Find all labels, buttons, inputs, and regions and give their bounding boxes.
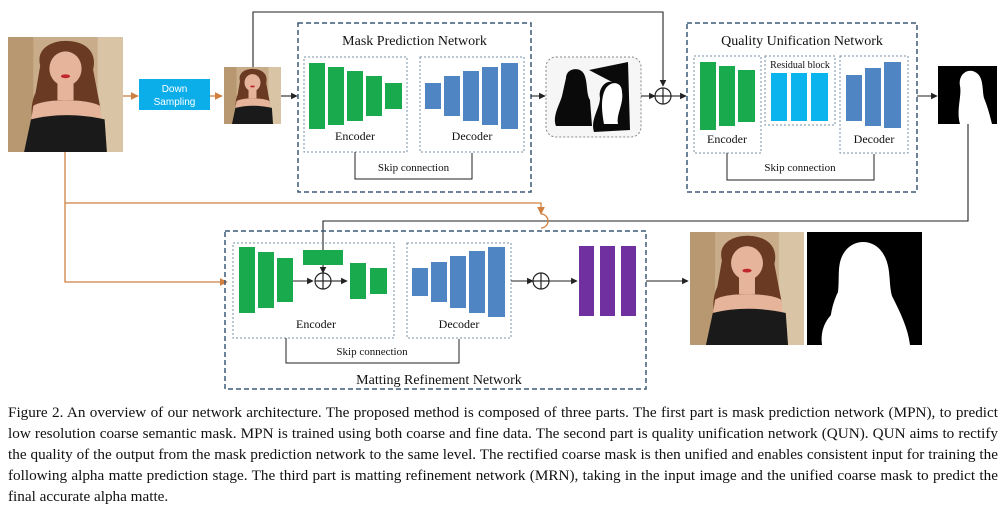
line-small-image-to-concat: [252, 11, 667, 87]
downsampling-block: [139, 79, 210, 110]
mpn-decoder-layer: [482, 67, 498, 125]
qun-residual-layer: [811, 73, 828, 121]
mrn-encoder-layer: [258, 252, 274, 308]
mpn-decoder-layer: [444, 76, 460, 116]
downsampling-label-line2: Sampling: [154, 97, 196, 108]
mask-prediction-network: Mask Prediction Network Encoder Decoder …: [297, 22, 532, 193]
qun-skip-label: Skip connection: [764, 162, 836, 174]
qun-decoder-layer: [865, 68, 881, 126]
line-input-to-final-concat: [65, 202, 545, 215]
mpn-title: Mask Prediction Network: [342, 34, 487, 49]
qun-residual-layer: [791, 73, 807, 121]
figure-caption: Figure 2. An overview of our network arc…: [8, 404, 998, 505]
line-input-to-mrn-encoder: [64, 152, 228, 286]
qun-decoder-layer: [884, 62, 901, 128]
qun-encoder-layer: [700, 62, 716, 130]
mrn-decoder-layer: [450, 256, 466, 308]
mrn-encoder-layer: [370, 268, 387, 294]
mrn-refine-layer: [579, 246, 594, 316]
mpn-decoder-layer: [501, 63, 518, 129]
matting-refinement-network: Encoder Decoder Skip connection Matting …: [224, 230, 647, 390]
mrn-decoder-label: Decoder: [439, 317, 480, 331]
qun-residual-layer: [771, 73, 787, 121]
qun-encoder-layer: [738, 70, 755, 122]
mrn-encoder-label: Encoder: [296, 317, 336, 331]
mrn-encoder-layer: [277, 258, 293, 302]
line-crossing-hop: [540, 213, 549, 229]
mpn-encoder-layer: [347, 71, 363, 121]
mrn-encoder-layer: [239, 247, 255, 313]
mpn-decoder-box: [419, 56, 525, 153]
mpn-encoder-layer: [309, 63, 325, 129]
qun-decoder-label: Decoder: [854, 132, 895, 146]
qun-skip-connection: [726, 153, 875, 181]
mrn-refine-layer: [621, 246, 636, 316]
downsampled-image: [224, 67, 281, 124]
unified-coarse-mask: [938, 66, 997, 124]
coarse-masks: [545, 56, 642, 138]
mrn-title: Matting Refinement Network: [356, 373, 522, 388]
output-alpha-matte: [807, 232, 922, 345]
mrn-encoder-layer: [350, 263, 366, 299]
mrn-decoder-layer: [469, 251, 485, 313]
mpn-encoder-layer: [366, 76, 382, 116]
mrn-decoder-layer: [431, 262, 447, 302]
line-unified-mask-to-mrn: [319, 124, 969, 274]
mpn-encoder-layer: [385, 83, 402, 109]
mpn-encoder-label: Encoder: [335, 129, 375, 143]
output-image: [690, 232, 804, 345]
qun-title: Quality Unification Network: [721, 34, 883, 49]
qun-residual-box: [764, 55, 836, 126]
mpn-decoder-layer: [463, 71, 479, 121]
mrn-decoder-box: [406, 242, 512, 339]
mrn-skip-connection: [285, 338, 460, 364]
mrn-refine-layer: [600, 246, 615, 316]
architecture-diagram: Down Sampling Mask Prediction Network En…: [8, 11, 997, 390]
mrn-mask-feature-layer: [303, 250, 343, 265]
mpn-decoder-layer: [425, 83, 441, 109]
input-image: [8, 37, 123, 152]
mrn-plus-2: [532, 272, 550, 290]
downsampling-label-line1: Down: [162, 84, 188, 95]
mpn-skip-connection: [354, 152, 473, 180]
mrn-decoder-layer: [412, 268, 428, 296]
mpn-encoder-layer: [328, 67, 344, 125]
mrn-decoder-layer: [488, 247, 505, 317]
qun-encoder-label: Encoder: [707, 132, 747, 146]
qun-residual-label: Residual block: [770, 60, 830, 71]
qun-encoder-layer: [719, 66, 735, 126]
qun-decoder-layer: [846, 75, 862, 121]
mrn-skip-label: Skip connection: [336, 346, 408, 358]
mpn-skip-label: Skip connection: [378, 162, 450, 174]
concat-plus-1: [654, 87, 672, 105]
qun-decoder-box: [839, 55, 909, 154]
mrn-plus-1: [314, 272, 332, 290]
quality-unification-network: Quality Unification Network Encoder Resi…: [686, 22, 918, 193]
mpn-decoder-label: Decoder: [452, 129, 493, 143]
coarse-mask-1: [554, 69, 592, 126]
mrn-encoder-box: [232, 242, 395, 339]
